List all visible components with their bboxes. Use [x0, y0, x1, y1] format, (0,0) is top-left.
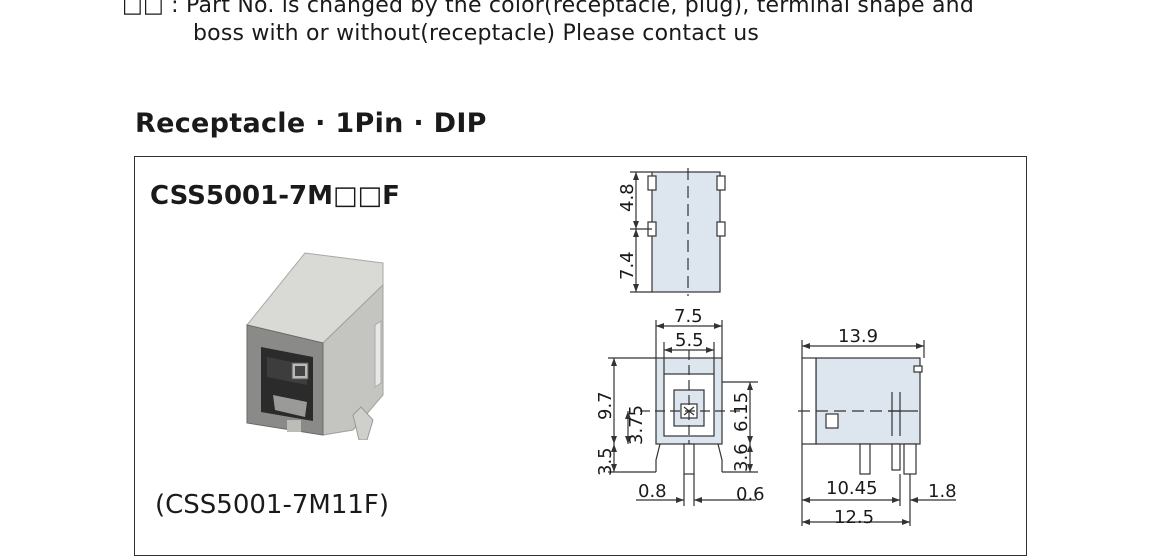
- dim-front-inner-width: 5.5: [675, 330, 704, 351]
- dim-side-length: 13.9: [838, 326, 878, 347]
- part-number: CSS5001-7M□□F: [150, 181, 400, 211]
- dimension-drawing: 4.8 7.4 7.5 5.5 9.7: [595, 168, 957, 528]
- dim-side-pin-spacing: 1.8: [928, 481, 957, 502]
- photo-caption: (CSS5001-7M11F): [155, 490, 390, 520]
- dim-front-center-height: 3.75: [626, 405, 647, 445]
- top-view: 4.8 7.4: [617, 168, 726, 296]
- dim-front-inner-height: 6.15: [731, 392, 752, 432]
- dim-top-lower: 7.4: [617, 251, 638, 280]
- side-view: 13.9 10.45 1.8 12.5: [798, 326, 957, 528]
- dim-top-upper: 4.8: [617, 183, 638, 212]
- dim-front-pin-offset: 3.6: [731, 443, 752, 472]
- dim-front-outer-width: 7.5: [674, 306, 703, 327]
- part-number-note: □□ : Part No. is changed by the color(re…: [122, 0, 1122, 48]
- product-photo: [246, 252, 384, 440]
- note-line-2: boss with or without(receptacle) Please …: [193, 21, 760, 46]
- note-line-1: □□ : Part No. is changed by the color(re…: [122, 0, 974, 18]
- dim-front-pin-width: 0.8: [638, 481, 667, 502]
- front-view: 7.5 5.5 9.7 3.75 3.5 6.15: [595, 306, 765, 506]
- dim-front-pin-pitch: 0.6: [736, 484, 765, 505]
- dim-front-pin-length: 3.5: [595, 447, 616, 476]
- section-title: Receptacle · 1Pin · DIP: [135, 108, 487, 139]
- dim-side-body-length: 12.5: [834, 507, 874, 528]
- dim-side-pin-position: 10.45: [826, 478, 878, 499]
- dim-front-height: 9.7: [595, 391, 616, 420]
